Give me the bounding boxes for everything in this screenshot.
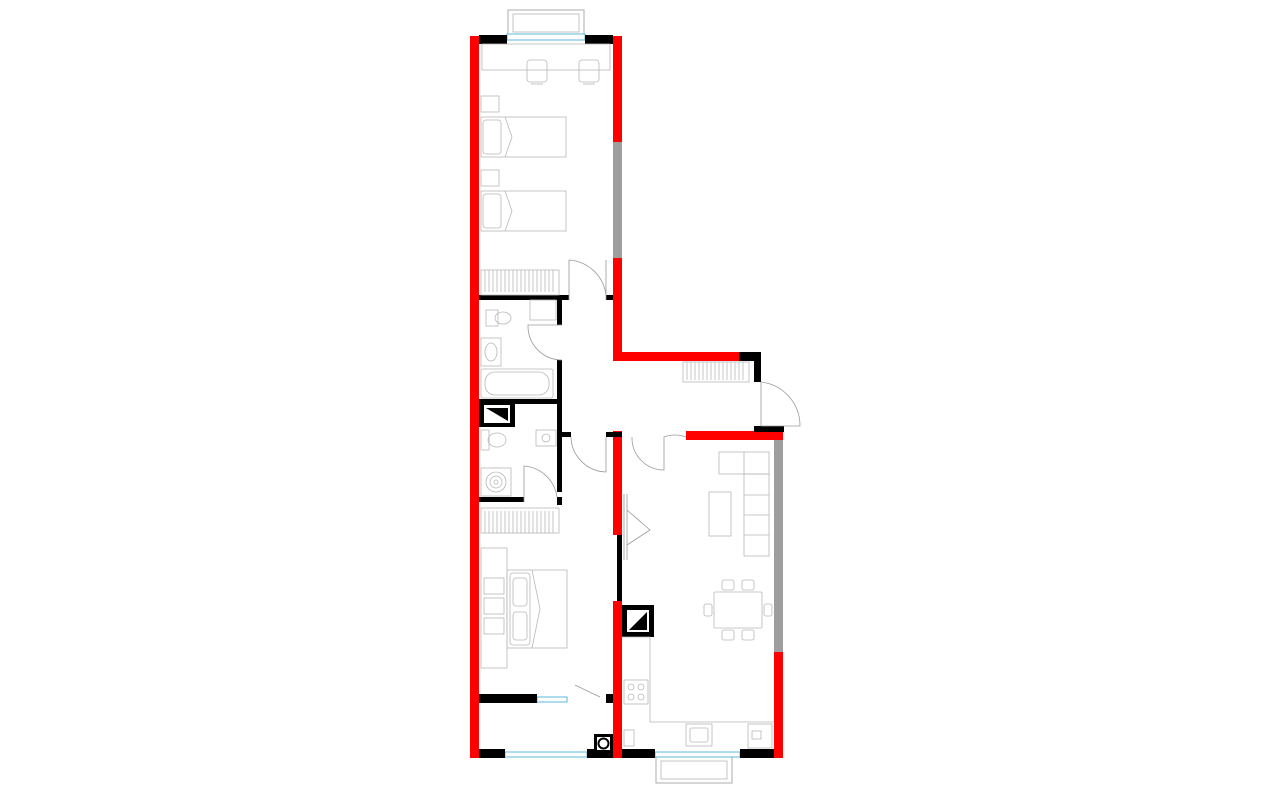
load-bearing-walls	[470, 36, 783, 758]
wardrobe-icon	[480, 269, 560, 296]
shaft-bath	[479, 401, 515, 427]
bed-icon	[480, 190, 567, 232]
stove-icon	[623, 679, 649, 705]
hallway	[682, 361, 750, 383]
door-swing-icon	[760, 381, 801, 427]
wall-bath-top	[479, 295, 569, 300]
door-swing-icon	[631, 434, 687, 471]
wall-bedroom-south-sill	[479, 694, 537, 703]
door-swing-icon	[527, 324, 563, 361]
wardrobe-icon	[480, 507, 560, 534]
wall-living-west-thin	[617, 535, 622, 601]
dining-table-icon	[703, 579, 773, 641]
kitchen-living	[622, 451, 774, 749]
duct	[594, 734, 613, 753]
pier-south-mid	[587, 749, 613, 758]
wall-bedroom-south-sill-stub	[606, 694, 613, 703]
bedroom-north	[480, 43, 611, 296]
wall-hall-stub-east	[606, 432, 622, 437]
sink-icon	[480, 337, 502, 367]
glazing-bedroom-north	[613, 142, 622, 258]
wall-east-mid	[613, 258, 622, 360]
window-icon	[654, 751, 741, 758]
wall-bath-toilet	[479, 399, 559, 404]
cabinet	[529, 299, 557, 321]
pier-north-east	[585, 35, 613, 44]
wall-living-west	[613, 431, 622, 535]
window-icon	[506, 33, 586, 41]
wall-bath-top-stub	[606, 295, 613, 300]
door-swing-icon	[523, 465, 558, 502]
wardrobe-icon	[682, 361, 750, 383]
wall-east-upper	[613, 36, 622, 142]
sofa-icon	[718, 451, 770, 557]
desk-chair-icon	[481, 43, 611, 85]
balcony-south	[655, 756, 733, 784]
wall-bath-east-upper	[557, 295, 562, 325]
glazing-walls	[613, 142, 783, 652]
doors	[523, 259, 801, 698]
pier-notch	[739, 352, 761, 361]
washing-machine-icon	[480, 467, 512, 497]
shelf-unit	[480, 547, 508, 669]
wall-living-top	[686, 431, 783, 440]
coffee-table	[708, 491, 732, 537]
pier-north-west	[479, 35, 507, 44]
kitchen-counter	[622, 636, 774, 749]
balcony-north	[507, 9, 585, 37]
partition-walls	[479, 35, 784, 758]
wall-hall-stub-west	[557, 432, 571, 437]
wall-west	[470, 36, 479, 758]
glazing-living	[774, 440, 783, 652]
wall-living-east-lower	[774, 652, 783, 758]
wall-notch	[613, 352, 739, 361]
wall-living-west-lower	[613, 601, 622, 758]
pier-notch-vertical	[754, 352, 761, 382]
sink-icon	[685, 723, 713, 747]
windows	[504, 33, 741, 758]
door-swing-icon	[570, 436, 607, 473]
wall-bath-east	[557, 360, 562, 492]
window-icon	[536, 696, 568, 703]
toilet-laundry	[480, 429, 557, 497]
wall-toilet-bottom-stub	[557, 497, 562, 505]
sink-icon	[535, 429, 557, 447]
window-icon	[504, 751, 588, 758]
fridge-icon	[747, 723, 773, 749]
nightstand	[480, 169, 500, 187]
bed-icon	[506, 569, 568, 649]
bathtub-icon	[480, 368, 554, 399]
door-swing-icon	[568, 259, 607, 300]
bedroom-south	[480, 507, 568, 669]
pier-entrance	[754, 426, 784, 432]
pier-south-west	[479, 749, 505, 758]
toilet-icon	[485, 309, 512, 327]
nightstand	[480, 95, 500, 113]
bathroom	[480, 299, 557, 399]
pier-south-living-west	[622, 749, 655, 758]
bed-icon	[480, 116, 567, 158]
wall-toilet-bottom	[479, 497, 524, 502]
pier-south-living-east	[740, 749, 774, 758]
toilet-icon	[480, 429, 507, 451]
shaft-kitchen	[622, 605, 654, 637]
